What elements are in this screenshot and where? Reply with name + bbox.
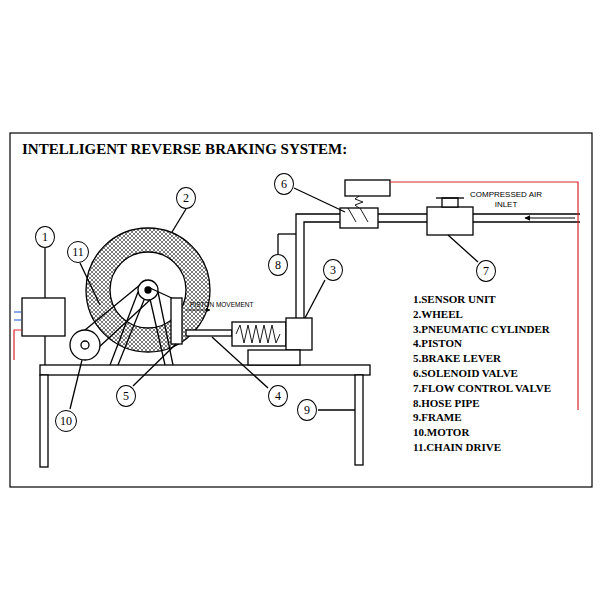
cylinder-base (248, 350, 300, 365)
wheel-support (118, 290, 148, 365)
cylinder-spring-housing (232, 322, 286, 346)
solenoid-coil (345, 180, 390, 196)
leader-line (278, 233, 296, 234)
parts-list-item: 4.PISTON (413, 337, 462, 349)
parts-list-item: 11.CHAIN DRIVE (413, 441, 501, 453)
movement-arrow (186, 310, 210, 311)
wheel-support (148, 290, 165, 365)
leader-line (212, 337, 268, 388)
callout-circle: 8 (268, 254, 288, 276)
callout-number: 1 (42, 230, 48, 245)
sensor-unit (22, 298, 65, 336)
leader-line (318, 409, 355, 410)
leader-line (44, 248, 45, 298)
callout-number: 11 (72, 245, 84, 260)
sensor-post (44, 336, 45, 365)
leader-line (305, 280, 325, 318)
solenoid-spring (355, 196, 363, 208)
callout-circle: 3 (323, 259, 343, 281)
valve-knob (442, 198, 458, 207)
frame-top (40, 365, 370, 375)
callout-number: 4 (275, 389, 281, 404)
parts-list-item: 9.FRAME (413, 411, 462, 423)
callout-number: 10 (60, 414, 72, 429)
air-inlet-pipe (473, 221, 580, 222)
chain-drive (85, 280, 146, 330)
piston-rod (186, 330, 232, 336)
callout-circle: 6 (274, 173, 294, 195)
callout-circle: 9 (297, 399, 317, 421)
flow-arrow (525, 218, 575, 219)
parts-list-item: 8.HOSE PIPE (413, 397, 480, 409)
callout-circle: 5 (116, 385, 136, 407)
pneumatic-cylinder (286, 318, 312, 350)
leader-line (70, 360, 82, 409)
signal-wire (14, 330, 22, 360)
callout-circle: 7 (476, 260, 496, 282)
air-inlet-pipe (473, 213, 580, 214)
callout-number: 6 (281, 177, 287, 192)
brake-lever (171, 298, 182, 344)
air-pipe (378, 221, 427, 222)
parts-list-item: 5.BRAKE LEVER (413, 352, 501, 364)
solenoid-valve (340, 208, 378, 228)
cylinder-spring (236, 325, 280, 343)
parts-list-item: 3.PNEUMATIC CYLINDER (413, 323, 550, 335)
leader-line (172, 209, 186, 232)
callout-number: 9 (304, 403, 310, 418)
callout-number: 7 (483, 264, 489, 279)
callout-number: 5 (123, 389, 129, 404)
callout-number: 3 (330, 263, 336, 278)
frame-leg (40, 375, 48, 467)
sensor-beam (14, 319, 21, 320)
leader-line (80, 263, 100, 305)
callout-circle: 1 (35, 226, 55, 248)
callout-number: 2 (183, 191, 189, 206)
signal-wire (390, 182, 578, 410)
parts-list-item: 10.MOTOR (413, 426, 469, 438)
flow-control-valve (427, 207, 473, 235)
sensor-beam (14, 311, 21, 312)
hose-pipe (304, 222, 340, 318)
parts-list-item: 2.WHEEL (413, 308, 463, 320)
motor (70, 330, 100, 360)
valve-ports (348, 208, 368, 222)
leader-line (448, 235, 478, 262)
diagram-title: INTELLIGENT REVERSE BRAKING SYSTEM: (22, 141, 347, 158)
inlet-note: COMPRESSED AIR INLET (470, 190, 542, 210)
leader-line (294, 188, 345, 212)
callout-circle: 11 (67, 241, 89, 263)
parts-list-item: 6.SOLENOID VALVE (413, 367, 518, 379)
parts-list-item: 7.FLOW CONTROL VALVE (413, 382, 551, 394)
callout-circle: 4 (268, 385, 288, 407)
wheel-support (110, 292, 138, 365)
valve-knob (436, 197, 464, 198)
motion-note: PISTON MOVEMENT (190, 301, 253, 308)
leader-line (277, 234, 278, 254)
frame-leg (355, 375, 363, 465)
motor-shaft (81, 341, 89, 349)
hose-pipe (296, 214, 340, 318)
outer-border (10, 133, 592, 487)
leader-line (133, 344, 176, 386)
callout-circle: 10 (55, 410, 77, 432)
callout-number: 8 (275, 258, 281, 273)
air-pipe (378, 213, 427, 214)
callout-circle: 2 (176, 187, 196, 209)
parts-list-item: 1.SENSOR UNIT (413, 293, 496, 305)
